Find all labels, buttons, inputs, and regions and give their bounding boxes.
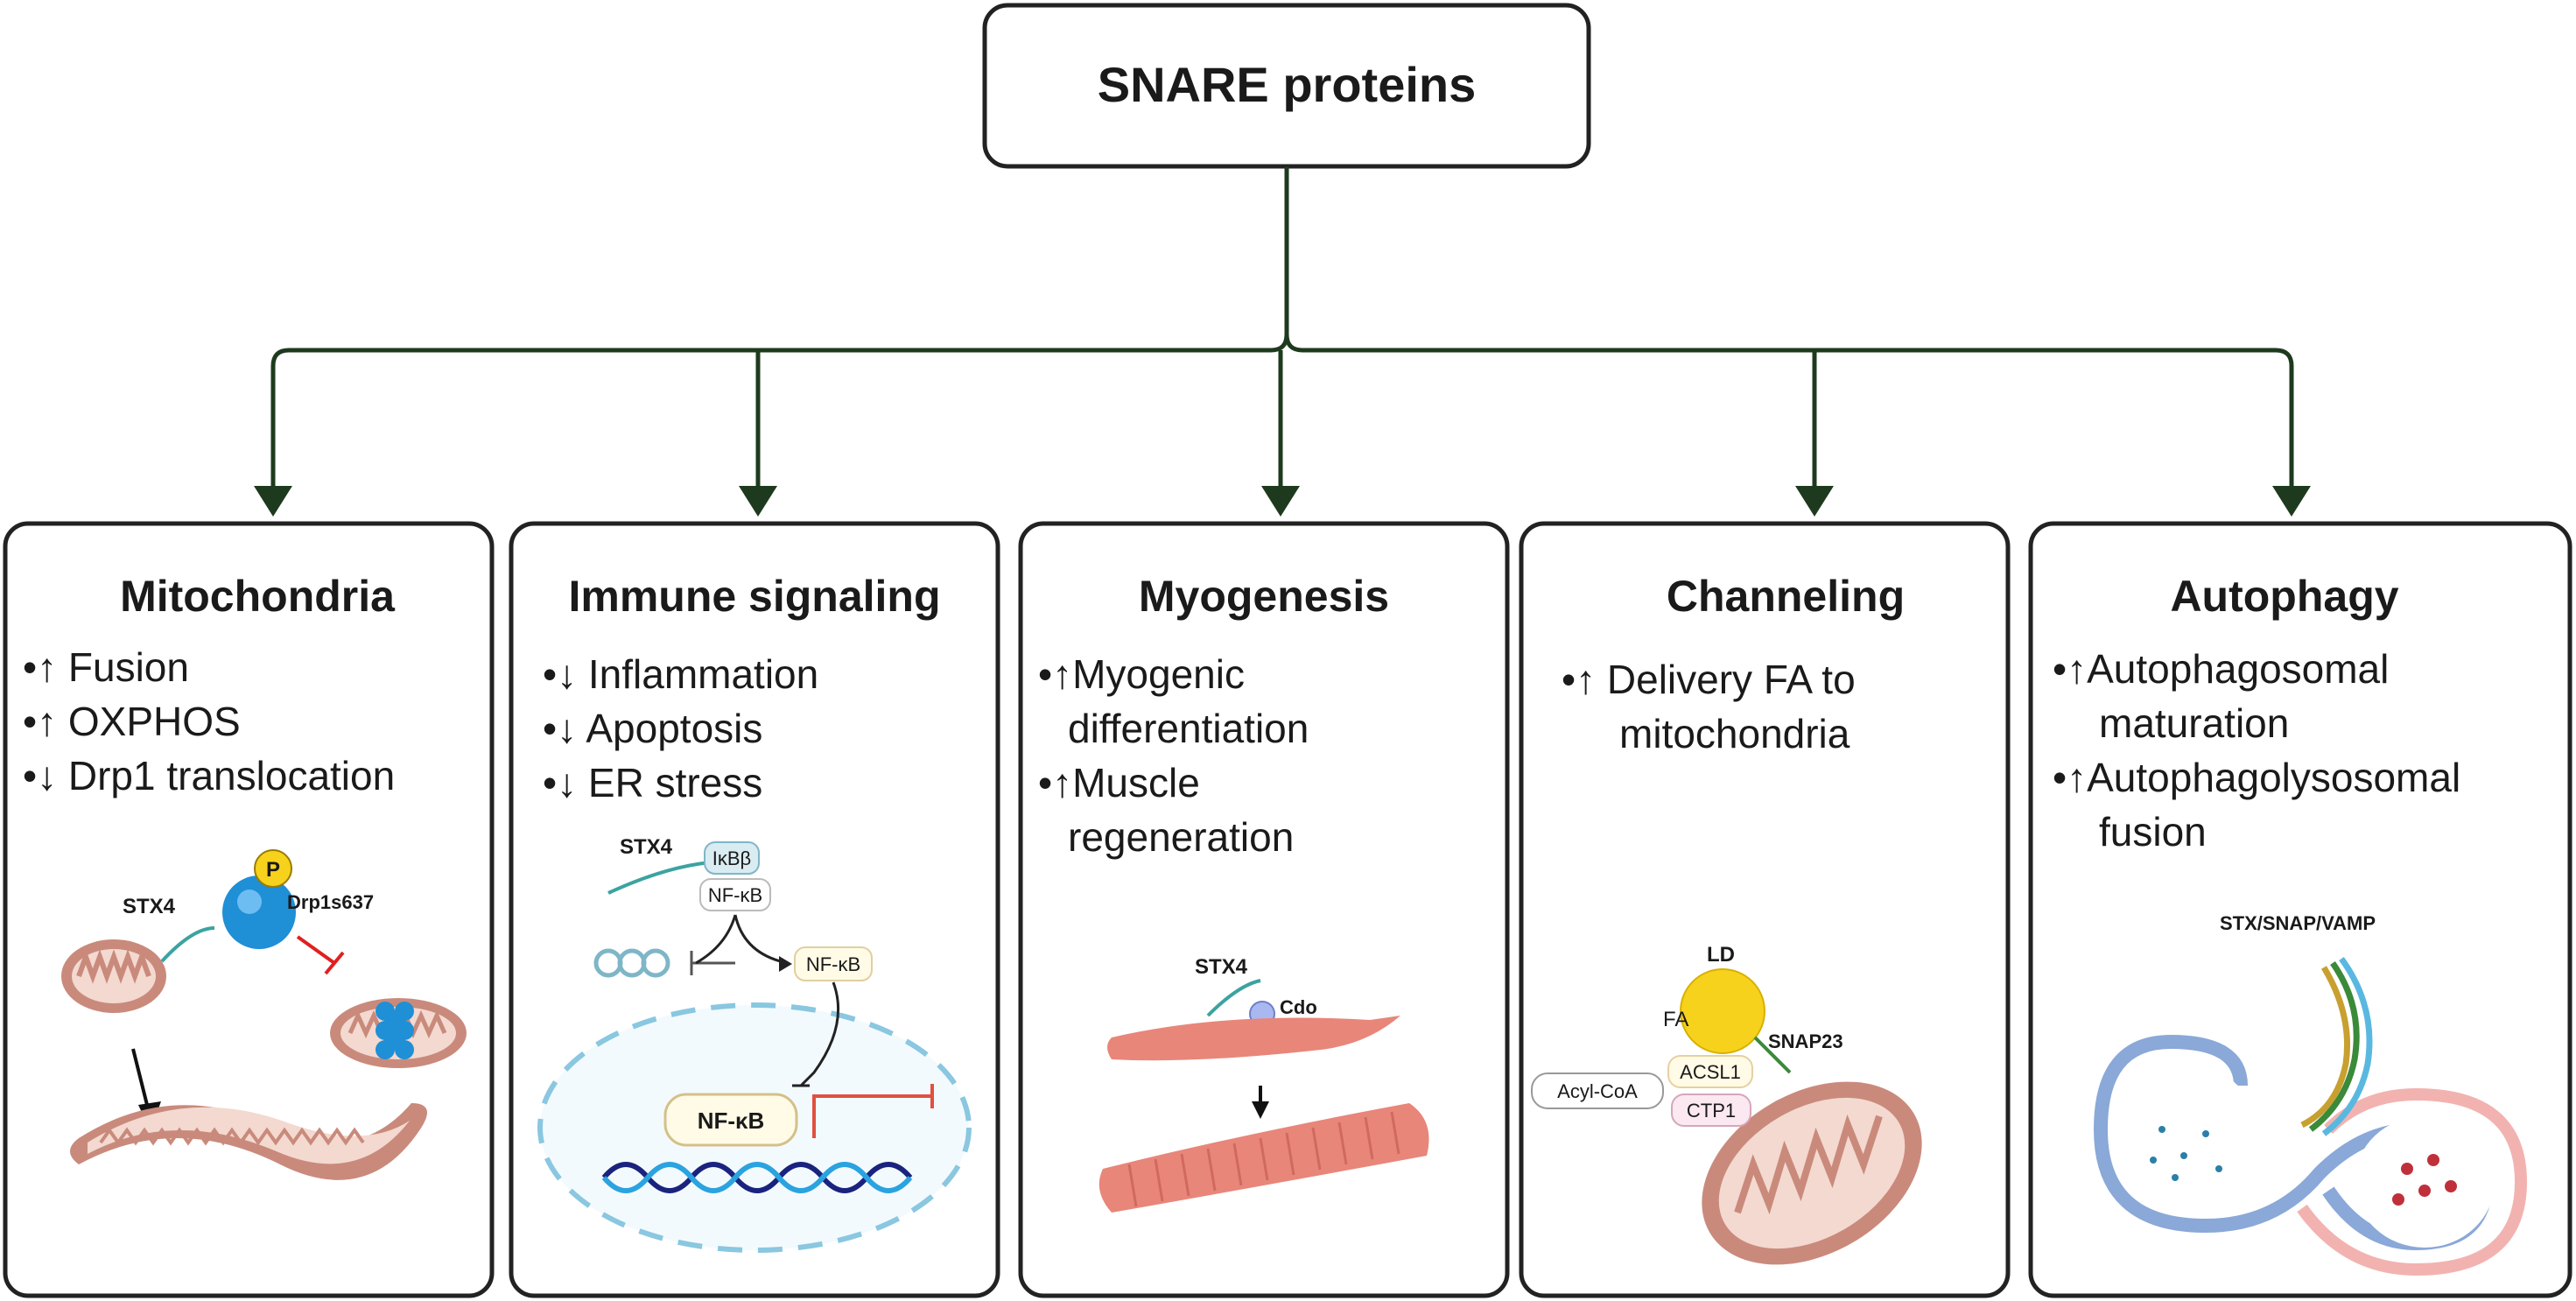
connectors — [270, 166, 2294, 508]
bullet-item: fusion — [2099, 809, 2207, 854]
phosphate-icon — [254, 849, 292, 888]
branch-autophagy — [1284, 334, 2294, 508]
cdo-label: Cdo — [1280, 996, 1317, 1018]
mitochondrion-icon — [61, 939, 166, 1013]
bullet-item: •↑Muscle — [1038, 760, 1200, 805]
panel-channeling: Channeling •↑ Delivery FA to mitochondri… — [1519, 521, 2011, 1298]
panel-title: Channeling — [1667, 572, 1905, 621]
bullet-item: regeneration — [1068, 814, 1294, 860]
panel-mitochondria: Mitochondria •↑ Fusion •↑ OXPHOS •↓ Drp1… — [3, 521, 495, 1298]
nfkb-label: NF-κB — [806, 953, 860, 975]
cargo-icon — [2150, 1126, 2222, 1181]
snare-complex-label: STX/SNAP/VAMP — [2220, 912, 2376, 934]
bullet-item: maturation — [2099, 700, 2289, 746]
panel-title: Mitochondria — [120, 572, 396, 621]
bullet-item: •↑ OXPHOS — [23, 699, 241, 744]
ikb-label: IκBβ — [712, 847, 751, 869]
bullet-item: •↓ Inflammation — [543, 651, 818, 697]
nfkb-box — [794, 946, 873, 981]
snare-complex-icon — [2300, 956, 2373, 1136]
bullet-item: differentiation — [1068, 706, 1309, 751]
autophagy-illustration: STX/SNAP/VAMP — [2093, 912, 2528, 1276]
nfkb-label: NF-κB — [708, 884, 762, 906]
inflammasome-icon — [593, 948, 670, 978]
nfkb-label: NF-κB — [698, 1108, 765, 1134]
myogenesis-illustration: STX4 Cdo — [1098, 955, 1429, 1213]
dna-icon — [601, 1162, 913, 1193]
bullet-item: •↓ Drp1 translocation — [23, 753, 395, 798]
arrowhead-autophagy — [2272, 486, 2311, 517]
nfkb-box — [663, 1093, 798, 1147]
fa-label: FA — [1663, 1008, 1688, 1031]
fused-mitochondrion-icon — [70, 1103, 427, 1180]
bullet-item: •↓ ER stress — [543, 760, 762, 805]
acylcoa-label: Acyl-CoA — [1557, 1080, 1638, 1102]
stx4-label: STX4 — [123, 895, 176, 918]
arrowhead-myogenesis — [1261, 486, 1300, 517]
ikb-box — [704, 841, 760, 875]
bullet-item: •↑Autophagosomal — [2053, 646, 2389, 692]
myoblast-icon — [1107, 1016, 1400, 1061]
panel-box — [1018, 521, 1510, 1298]
bullet-item: •↑Myogenic — [1038, 651, 1245, 697]
arrowhead-mitochondria — [254, 486, 292, 517]
ctp1-box — [1671, 1094, 1751, 1127]
bullet-item: •↓ Apoptosis — [543, 706, 762, 751]
panel-immune-signaling: Immune signaling •↓ Inflammation •↓ Apop… — [509, 521, 1000, 1298]
panel-title: Myogenesis — [1139, 572, 1389, 621]
channeling-illustration: LD FA SNAP23 ACSL1 Acyl-CoA CTP1 — [1531, 943, 1922, 1265]
muscle-fiber-icon — [1098, 1103, 1429, 1213]
nfkb-box — [699, 878, 771, 911]
panel-autophagy: Autophagy •↑Autophagosomal maturation •↑… — [2028, 521, 2572, 1298]
stx4-label: STX4 — [620, 835, 673, 859]
mitochondrion-icon — [1702, 1081, 1922, 1265]
panel-myogenesis: Myogenesis •↑Myogenic differentiation •↑… — [1018, 521, 1510, 1298]
panel-title: Immune signaling — [568, 572, 940, 621]
ctp1-label: CTP1 — [1687, 1100, 1736, 1122]
branch-mitochondria — [270, 334, 1289, 508]
root-title: SNARE proteins — [1098, 57, 1477, 112]
arrowheads — [254, 486, 2311, 517]
stx4-protein-icon — [222, 876, 296, 949]
phosphate-label: P — [266, 858, 280, 882]
panel-title: Autophagy — [2170, 572, 2398, 621]
bullet-item: •↑ Fusion — [23, 644, 189, 690]
acsl1-box — [1667, 1055, 1753, 1088]
bullet-item: •↑Autophagolysosomal — [2053, 755, 2460, 800]
fragmented-mitochondrion-icon — [330, 998, 467, 1068]
lysosome-membrane-icon — [2297, 1087, 2528, 1276]
drp1-label: Drp1s637 — [287, 891, 374, 913]
acsl1-label: ACSL1 — [1680, 1061, 1741, 1083]
bullet-item: mitochondria — [1619, 711, 1850, 756]
lysosome-content-icon — [2392, 1154, 2457, 1206]
ld-label: LD — [1707, 943, 1735, 967]
acylcoa-box — [1531, 1072, 1664, 1109]
mitochondria-illustration: STX4 P Drp1s637 — [61, 849, 467, 1180]
stx4-label: STX4 — [1195, 955, 1248, 979]
arrowhead-immune — [739, 486, 777, 517]
arrowhead-channeling — [1795, 486, 1834, 517]
lipid-droplet-icon — [1680, 968, 1765, 1054]
snap23-label: SNAP23 — [1768, 1030, 1843, 1052]
root-node: SNARE proteins — [982, 3, 1591, 169]
bullet-item: •↑ Delivery FA to — [1562, 657, 1856, 702]
immune-illustration: STX4 IκBβ NF-κB NF-κB NF-κB — [537, 835, 972, 1253]
